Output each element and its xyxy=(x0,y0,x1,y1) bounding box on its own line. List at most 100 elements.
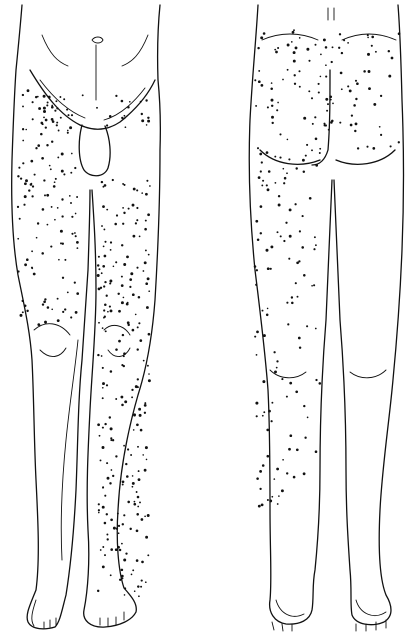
stipple-dot xyxy=(102,506,105,509)
stipple-dot xyxy=(306,144,308,146)
stipple-dot xyxy=(132,293,135,296)
stipple-dot xyxy=(299,346,301,348)
stipple-dot xyxy=(320,76,322,78)
stipple-dot xyxy=(315,164,318,167)
stipple-dot xyxy=(355,122,358,125)
stipple-dot xyxy=(133,414,136,417)
stipple-dot xyxy=(144,261,147,264)
stipple-dot xyxy=(24,182,27,185)
stipple-dot xyxy=(299,86,301,88)
stipple-dot xyxy=(46,104,48,106)
stipple-dot xyxy=(303,405,305,407)
stipple-dot xyxy=(103,228,105,230)
stipple-dot xyxy=(325,98,328,101)
stipple-dot xyxy=(325,64,327,66)
stipple-dot xyxy=(146,459,148,461)
stipple-dot xyxy=(122,207,124,209)
stipple-dot xyxy=(260,170,262,172)
stipple-dot xyxy=(278,204,281,207)
stipple-dot xyxy=(133,188,136,191)
stipple-dot xyxy=(123,297,125,299)
stipple-dot xyxy=(133,429,135,431)
stipple-dot xyxy=(82,94,84,96)
stipple-dot xyxy=(110,370,113,373)
stipple-dot xyxy=(271,420,273,422)
stipple-dot xyxy=(60,242,62,244)
stipple-dot xyxy=(278,495,280,497)
stipple-dot xyxy=(288,258,290,260)
stipple-dot xyxy=(123,514,125,516)
stipple-dot xyxy=(104,281,106,283)
stipple-dot xyxy=(286,172,288,174)
stipple-dot xyxy=(257,147,259,149)
stipple-dot xyxy=(107,538,109,540)
stipple-dot xyxy=(127,501,130,504)
stipple-dot xyxy=(277,102,279,104)
stipple-dot xyxy=(275,51,278,54)
stipple-dot xyxy=(115,548,118,551)
stipple-dot xyxy=(51,106,54,109)
stipple-dot xyxy=(24,305,27,308)
stipple-dot xyxy=(139,501,141,503)
stipple-dot xyxy=(106,462,108,464)
stipple-dot xyxy=(341,88,343,90)
stipple-dot xyxy=(69,195,71,197)
stipple-dot xyxy=(136,559,139,562)
stipple-dot xyxy=(107,477,110,480)
anterior-right-leg-outline xyxy=(84,5,161,627)
stipple-dot xyxy=(35,147,37,149)
stipple-dot xyxy=(22,162,24,164)
stipple-dot xyxy=(131,574,133,576)
stipple-dot xyxy=(315,450,318,453)
stipple-dot xyxy=(130,454,132,456)
stipple-dot xyxy=(293,29,295,31)
stipple-dot xyxy=(329,95,332,98)
stipple-dot xyxy=(258,70,260,72)
stipple-dot xyxy=(141,119,144,122)
stipple-dot xyxy=(299,230,301,232)
stipple-dot xyxy=(145,446,148,449)
stipple-dot xyxy=(145,99,147,101)
stipple-dot xyxy=(147,117,149,119)
stipple-dot xyxy=(261,184,263,186)
stipple-dot xyxy=(123,212,125,214)
stipple-dot xyxy=(74,232,76,234)
stipple-dot xyxy=(287,323,289,325)
stipple-dot xyxy=(257,238,260,241)
stipple-dot xyxy=(323,123,325,125)
stipple-dot xyxy=(32,101,34,103)
stipple-dot xyxy=(123,355,125,357)
stipple-dot xyxy=(326,110,328,112)
stipple-dot xyxy=(135,314,137,316)
stipple-dot xyxy=(135,385,138,388)
stipple-dot xyxy=(314,236,316,238)
stipple-dot xyxy=(256,477,259,480)
stipple-dot xyxy=(17,175,19,177)
stipple-dot xyxy=(144,515,146,517)
stipple-dot xyxy=(281,378,283,380)
stipple-dot xyxy=(295,282,297,284)
stipple-dot xyxy=(71,153,73,155)
stipple-dot xyxy=(67,132,69,134)
anterior-genital-outline xyxy=(79,125,110,176)
stipple-dot xyxy=(98,509,100,511)
stipple-dot xyxy=(260,36,263,39)
stipple-dot xyxy=(102,387,104,389)
stipple-dot xyxy=(66,109,68,111)
stipple-dot xyxy=(351,114,353,116)
stipple-dot xyxy=(46,144,48,146)
stipple-dot xyxy=(267,188,270,191)
stipple-dot xyxy=(102,367,104,369)
stipple-dot xyxy=(71,216,73,218)
stipple-dot xyxy=(125,126,127,128)
stipple-dot xyxy=(276,468,279,471)
stipple-dot xyxy=(282,459,284,461)
stipple-dot xyxy=(279,133,281,135)
stipple-dot xyxy=(302,215,304,217)
stipple-dot xyxy=(115,261,117,263)
stipple-dot xyxy=(367,37,369,39)
stipple-dot xyxy=(110,241,112,243)
stipple-dot xyxy=(255,284,257,286)
stipple-dot xyxy=(71,114,73,116)
stipple-dot xyxy=(74,167,76,169)
